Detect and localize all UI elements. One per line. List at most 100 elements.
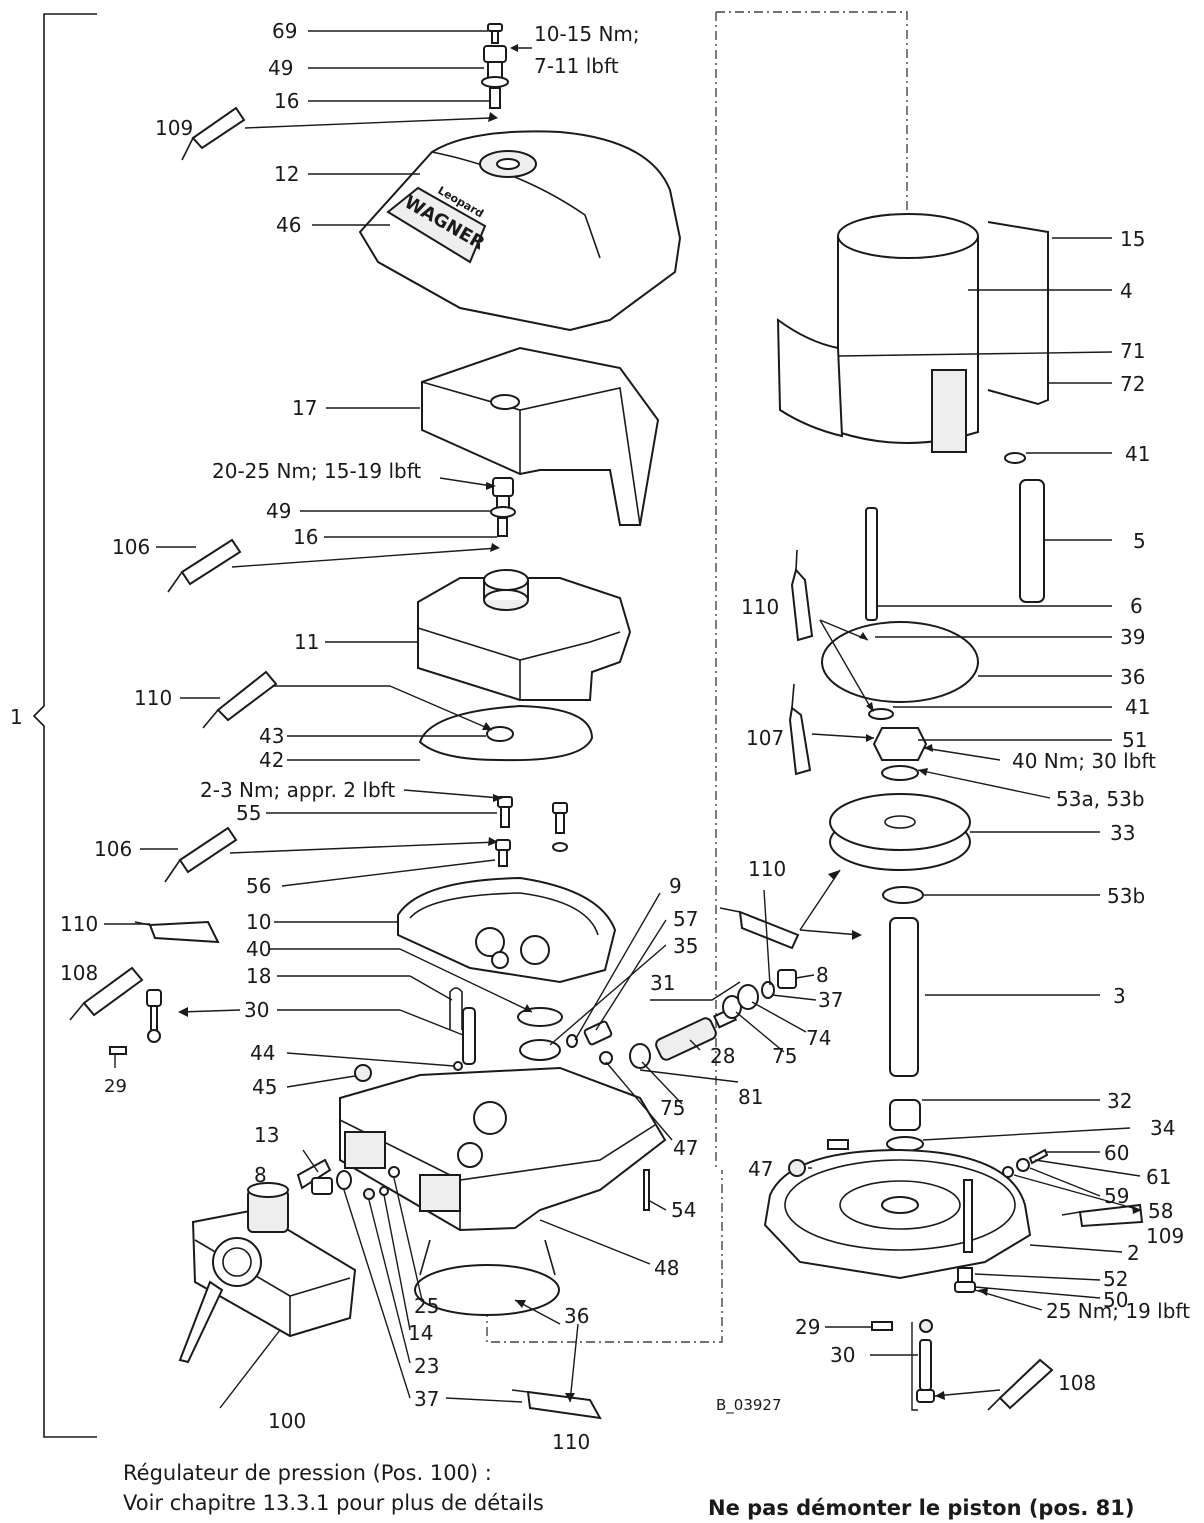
screw-16-top [489,87,501,109]
label-53b: 53b [1107,884,1145,908]
torque-5: 25 Nm; 19 lbft [1046,1299,1190,1323]
bushing-32 [889,1099,921,1131]
label-47-right: 47 [748,1157,773,1181]
oring-36-right [821,621,979,703]
pin-29-left [109,1046,127,1055]
oring-41-top [1004,452,1026,464]
valve-30-left [462,1007,476,1065]
nut-8-right [777,969,797,989]
pump-body-48 [339,1066,667,1316]
shaft-3 [889,917,919,1077]
label-2: 2 [1127,1241,1140,1265]
label-110-bottom: 110 [552,1430,590,1454]
torque-4: 40 Nm; 30 lbft [1012,749,1156,773]
pin-near-base [827,1139,849,1150]
part-14 [379,1186,389,1196]
label-52: 52 [1103,1267,1128,1291]
leader-lines [104,30,1141,1411]
regulator-note: Régulateur de pression (Pos. 100) : Voir… [123,1458,544,1518]
grease-tube-110-left [202,670,278,729]
valve-30-right [916,1319,935,1403]
label-30-left: 30 [244,998,269,1022]
label-3: 3 [1113,984,1126,1008]
part-23 [363,1188,375,1200]
label-110-mid: 110 [60,912,98,936]
sleeve-49-mid [490,477,516,518]
label-33: 33 [1110,821,1135,845]
label-sheet-15 [987,221,1049,406]
nut-74 [737,984,759,1010]
grease-tube-110-bottom [511,1389,602,1420]
nut-75a [629,1043,651,1069]
label-106-mid: 106 [94,837,132,861]
label-58: 58 [1148,1199,1173,1223]
label-49-mid: 49 [266,499,291,523]
label-72: 72 [1120,372,1145,396]
label-15: 15 [1120,227,1145,251]
part-58 [1002,1166,1014,1178]
pin-18 [449,987,463,1030]
label-11: 11 [294,630,319,654]
label-100: 100 [268,1409,306,1433]
label-109-top: 109 [155,116,193,140]
label-31: 31 [650,971,675,995]
drawing-code: B_03927 [716,1396,782,1415]
tube-5 [1019,479,1045,603]
label-29-right: 29 [795,1315,820,1339]
part-labels: 69 49 16 10-15 Nm; 7-11 lbft 109 12 46 1… [60,19,1190,1454]
label-40: 40 [246,937,271,961]
part-25 [388,1166,400,1178]
label-12: 12 [274,162,299,186]
label-13: 13 [254,1123,279,1147]
label-37-right: 37 [818,988,843,1012]
nut-8-left [311,1177,333,1195]
label-25: 25 [414,1294,439,1318]
label-74: 74 [806,1026,831,1050]
label-48: 48 [654,1256,679,1280]
plate-10 [397,876,617,984]
label-4: 4 [1120,279,1133,303]
label-9: 9 [669,874,682,898]
label-10: 10 [246,910,271,934]
label-32: 32 [1107,1089,1132,1113]
label-108-left: 108 [60,961,98,985]
label-41-top: 41 [1125,442,1150,466]
grease-tube-109-right [1061,1203,1144,1228]
label-55: 55 [236,801,261,825]
label-16-mid: 16 [293,525,318,549]
torque-1b: 7-11 lbft [534,54,619,78]
label-36-left: 36 [564,1304,589,1328]
nut-51 [872,727,928,761]
label-106-top: 106 [112,535,150,559]
label-51: 51 [1122,728,1147,752]
screw-54 [643,1169,650,1211]
fitting-13 [296,1158,332,1190]
label-18: 18 [246,964,271,988]
plug-47-right [788,1159,806,1177]
valve-30-far-left [146,989,162,1043]
insert-17 [421,346,660,526]
plug-45 [354,1064,372,1082]
label-69: 69 [272,19,297,43]
washer-53b [882,886,924,904]
label-39: 39 [1120,625,1145,649]
label-46: 46 [276,213,301,237]
label-54: 54 [671,1198,696,1222]
group-outline [716,11,908,210]
label-45: 45 [252,1075,277,1099]
label-110-right-top: 110 [741,595,779,619]
label-50: 50 [1103,1288,1128,1312]
label-17: 17 [292,396,317,420]
label-30-right: 30 [830,1343,855,1367]
screw-extra [552,802,568,852]
arrowheads [178,44,1142,1402]
housing-11 [417,569,632,701]
oring-40 [517,1007,563,1027]
grease-tube-109-top [181,106,246,161]
sleeve-49-top [481,45,509,88]
label-41-mid: 41 [1125,695,1150,719]
grease-tube-106-top [167,538,242,593]
label-sheet-71 [776,317,844,438]
grease-tube-110-mid [134,920,220,944]
